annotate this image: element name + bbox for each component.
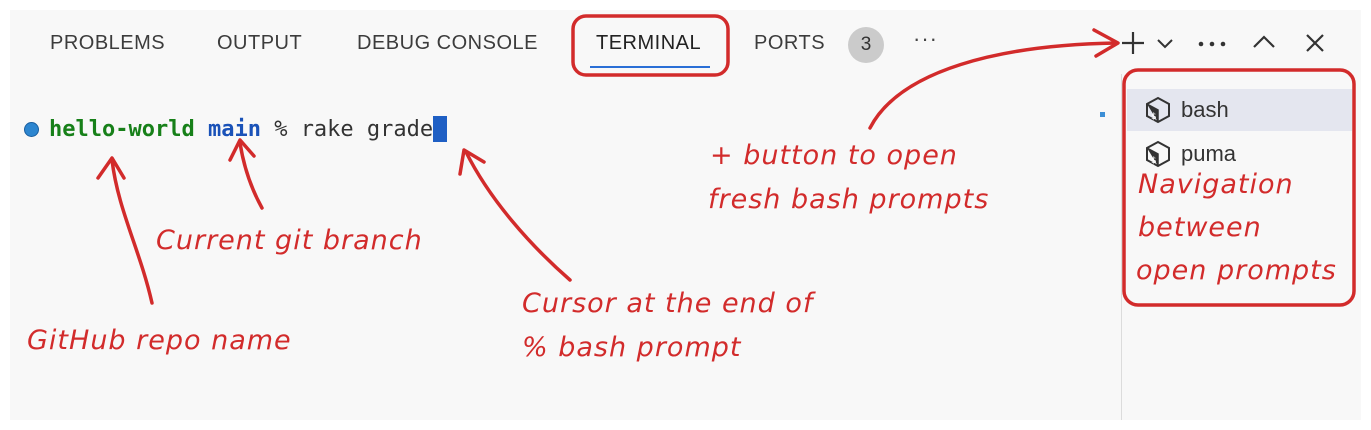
close-icon[interactable] [1304, 32, 1326, 54]
annotation-nav-line1: Navigation [1138, 169, 1294, 200]
terminal-tab-highlight-box [571, 14, 730, 77]
chevron-up-icon[interactable] [1252, 34, 1276, 50]
annotation-plus-line1: + button to open [710, 140, 958, 171]
terminal-list-highlight-box [1122, 68, 1356, 307]
ellipsis-icon[interactable] [1197, 40, 1227, 48]
svg-text:$: $ [1151, 156, 1156, 166]
repo-arrow [110, 158, 154, 305]
terminal-list-label: puma [1181, 141, 1237, 166]
terminal-list-item-puma[interactable]: $ puma [1127, 133, 1352, 175]
scrollbar-marker [1100, 112, 1105, 117]
terminal-tabs-list: $ bash $ puma [1121, 74, 1362, 420]
terminal-icon: $ [1146, 96, 1170, 124]
tab-terminal[interactable]: TERMINAL [596, 32, 702, 54]
tab-problems[interactable]: PROBLEMS [50, 32, 166, 54]
prompt-line: hello-world main % rake grade [24, 116, 448, 142]
annotation-repo-name: GitHub repo name [27, 325, 292, 356]
annotation-nav-line2: between [1138, 212, 1262, 243]
terminal-output[interactable]: hello-world main % rake grade [10, 74, 1120, 420]
ports-count-badge: 3 [848, 27, 884, 63]
terminal-list-label: bash [1181, 97, 1229, 122]
active-tab-indicator [590, 66, 710, 68]
terminal-list-item-bash[interactable]: $ bash [1127, 89, 1352, 131]
annotation-nav-line3: open prompts [1136, 255, 1337, 286]
tabs-more-button[interactable]: ··· [913, 26, 938, 51]
terminal-icon: $ [1146, 140, 1170, 168]
command-text: rake grade [300, 116, 434, 142]
prompt-symbol: % [274, 116, 288, 142]
annotation-plus-line2: fresh bash prompts [708, 184, 990, 215]
tab-debug-console[interactable]: DEBUG CONSOLE [357, 32, 538, 54]
annotation-cursor-line2: % bash prompt [522, 332, 742, 363]
terminal-panel: PROBLEMS OUTPUT DEBUG CONSOLE TERMINAL P… [10, 10, 1361, 420]
plus-icon[interactable] [1120, 30, 1146, 56]
tab-ports[interactable]: PORTS [754, 32, 826, 54]
repo-name: hello-world [49, 116, 195, 142]
tab-output[interactable]: OUTPUT [217, 32, 303, 54]
git-branch: main [207, 116, 261, 142]
command-status-dot[interactable] [24, 121, 39, 137]
annotation-git-branch: Current git branch [156, 225, 423, 256]
chevron-down-icon[interactable] [1156, 38, 1174, 50]
svg-text:$: $ [1151, 112, 1156, 122]
terminal-cursor [433, 116, 448, 142]
annotation-cursor-line1: Cursor at the end of [522, 288, 814, 319]
panel-tab-bar: PROBLEMS OUTPUT DEBUG CONSOLE TERMINAL P… [10, 10, 1361, 74]
